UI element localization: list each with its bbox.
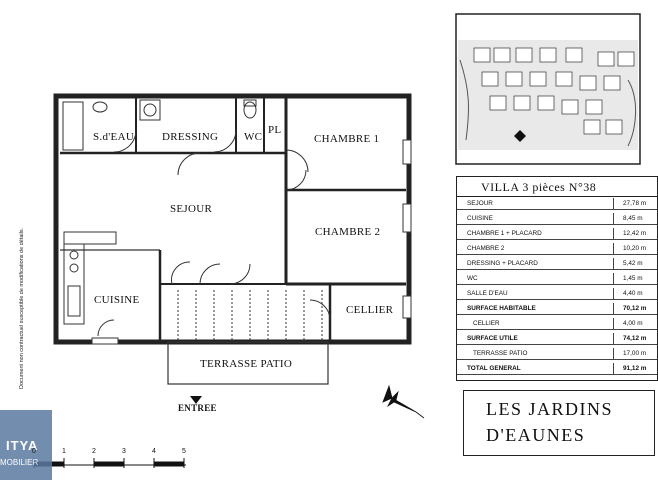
surface-row-name: TOTAL GENERAL: [467, 365, 521, 372]
surface-row-value: 27,78 m: [623, 200, 647, 207]
row-separator: [613, 288, 614, 299]
logo-text-2: MOBILIER: [0, 458, 39, 467]
surface-row-value: 4,00 m: [623, 320, 643, 327]
entrance-arrow-icon: [190, 396, 202, 404]
project-name-line-2: D'EAUNES: [486, 425, 586, 445]
project-name-line-1: LES JARDINS: [486, 399, 614, 419]
surface-row-name: DRESSING + PLACARD: [467, 260, 538, 267]
row-separator: [613, 348, 614, 359]
fixtures: [62, 99, 257, 325]
surface-summary-table: VILLA 3 pièces N°38 SEJOUR 27,78 m CUISINE…: [456, 176, 658, 381]
surface-row: CHAMBRE 1 + PLACARD 12,42 m: [457, 228, 657, 240]
surface-row-value: 10,20 m: [623, 245, 647, 252]
surface-row-value: 4,40 m: [623, 290, 643, 297]
room-label-cellier: CELLIER: [346, 304, 394, 316]
surface-row: TOTAL GENERAL 91,12 m: [457, 363, 657, 375]
row-separator: [613, 303, 614, 314]
surface-row: CUISINE 8,45 m: [457, 213, 657, 225]
surface-row-value: 5,42 m: [623, 260, 643, 267]
surface-row: TERRASSE PATIO 17,00 m: [457, 348, 657, 360]
door-swings: [97, 129, 331, 337]
surface-row-value: 8,45 m: [623, 215, 643, 222]
surface-row-name: CHAMBRE 2: [467, 245, 505, 252]
scale-tick-3: 3: [122, 448, 126, 455]
scale-tick-4: 4: [152, 448, 156, 455]
scale-tick-5: 5: [182, 448, 186, 455]
surface-row-name: TERRASSE PATIO: [473, 350, 528, 357]
row-separator: [613, 213, 614, 224]
row-separator: [613, 258, 614, 269]
compass-rose-icon: [382, 384, 425, 419]
scale-bar: [33, 458, 186, 468]
surface-row-name: SURFACE UTILE: [467, 335, 518, 342]
surface-row-name: SALLE D'EAU: [467, 290, 508, 297]
surface-row-value: 17,00 m: [623, 350, 647, 357]
surface-row-name: CHAMBRE 1 + PLACARD: [467, 230, 542, 237]
room-label-wc: WC: [244, 131, 263, 143]
surface-row: CELLIER 4,00 m: [457, 318, 657, 330]
disclaimer-note: Document non contractuel susceptible de …: [19, 227, 25, 389]
surface-row-name: CUISINE: [467, 215, 493, 222]
row-separator: [613, 333, 614, 344]
row-separator: [613, 318, 614, 329]
surface-row-name: WC: [467, 275, 478, 282]
surface-row-value: 74,12 m: [623, 335, 647, 342]
surface-row-name: SEJOUR: [467, 200, 493, 207]
surface-row: SEJOUR 27,78 m: [457, 198, 657, 210]
surface-row: SURFACE UTILE 74,12 m: [457, 333, 657, 345]
row-separator: [613, 363, 614, 374]
surface-row: SURFACE HABITABLE 70,12 m: [457, 303, 657, 315]
surface-row: WC 1,45 m: [457, 273, 657, 285]
surface-row-value: 70,12 m: [623, 305, 647, 312]
project-name-box: LES JARDINS D'EAUNES: [463, 390, 655, 456]
surface-row-name: SURFACE HABITABLE: [467, 305, 536, 312]
surface-row: SALLE D'EAU 4,40 m: [457, 288, 657, 300]
room-label-chambre-1: CHAMBRE 1: [314, 133, 380, 145]
agency-logo: ITYA MOBILIER: [0, 410, 52, 480]
entrance-label: ENTREE: [178, 403, 217, 413]
surface-row-name: CELLIER: [473, 320, 500, 327]
room-label-sejour: SEJOUR: [170, 203, 213, 215]
room-label-dressing: DRESSING: [162, 131, 219, 143]
row-separator: [613, 273, 614, 284]
room-label-placard: PL: [268, 124, 282, 136]
room-label-cuisine: CUISINE: [94, 294, 140, 306]
surface-row-value: 1,45 m: [623, 275, 643, 282]
room-label-terrasse-patio: TERRASSE PATIO: [200, 358, 293, 370]
site-map-thumbnail: [455, 13, 641, 165]
row-separator: [613, 228, 614, 239]
surface-row: CHAMBRE 2 10,20 m: [457, 243, 657, 255]
surface-row-value: 91,12 m: [623, 365, 647, 372]
windows: [91, 139, 412, 345]
floor-plan-drawing: [33, 13, 641, 468]
scale-tick-1: 1: [62, 448, 66, 455]
logo-text-1: ITYA: [6, 438, 39, 453]
row-separator: [613, 198, 614, 209]
surface-row-value: 12,42 m: [623, 230, 647, 237]
room-label-chambre-2: CHAMBRE 2: [315, 226, 381, 238]
scale-tick-2: 2: [92, 448, 96, 455]
surface-row: DRESSING + PLACARD 5,42 m: [457, 258, 657, 270]
villa-title: VILLA 3 pièces N°38: [457, 177, 657, 197]
terrace: [167, 290, 329, 385]
scale-tick-0: 0: [32, 448, 36, 455]
row-separator: [613, 243, 614, 254]
room-label-salle-d-eau: S.d'EAU: [93, 131, 135, 143]
